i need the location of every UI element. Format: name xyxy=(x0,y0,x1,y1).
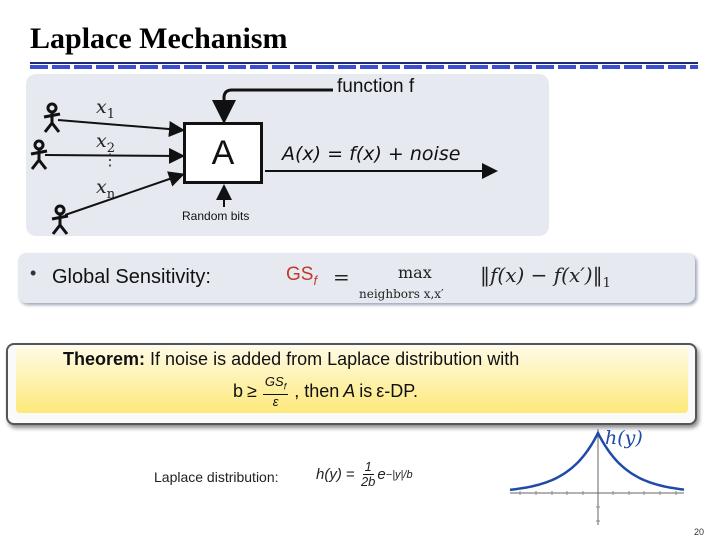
function-label: function f xyxy=(337,76,415,97)
page-title: Laplace Mechanism xyxy=(30,22,288,55)
page-number: 20 xyxy=(694,527,705,537)
laplace-label: Laplace distribution: xyxy=(154,469,279,485)
title-divider xyxy=(30,62,698,69)
person-icon xyxy=(43,102,61,133)
theorem-fraction: GSf ε xyxy=(262,374,289,409)
plot-label: h(y) xyxy=(605,427,643,449)
mechanism-label: A xyxy=(211,133,235,172)
bullet-icon: • xyxy=(30,263,37,283)
theorem-line-1: Theorem: If noise is added from Laplace … xyxy=(63,349,520,369)
gs-norm: ‖f(x) − f(x′)‖1 xyxy=(480,263,611,291)
gs-symbol: GSf xyxy=(286,264,318,288)
input-x2: x2 xyxy=(96,130,115,156)
gs-max: max xyxy=(398,263,432,282)
person-icon xyxy=(51,204,69,235)
gs-max-subscript: neighbors x,x′ xyxy=(359,287,444,301)
function-arrow xyxy=(212,88,333,124)
person-icon xyxy=(30,139,48,170)
laplace-plot xyxy=(509,429,685,525)
plot-ticks xyxy=(519,491,677,522)
input-arrow xyxy=(57,119,185,138)
sensitivity-panel xyxy=(18,253,695,303)
mechanism-box: A xyxy=(183,122,263,184)
gs-equals: = xyxy=(333,265,350,289)
random-bits-label: Random bits xyxy=(182,209,250,223)
input-x1: x1 xyxy=(96,96,115,122)
input-arrow xyxy=(44,147,185,164)
input-ellipsis: ⋮ xyxy=(102,152,118,169)
sensitivity-label: Global Sensitivity: xyxy=(52,266,211,288)
theorem-line-2: b ≥ GSf ε , then A is ε-DP. xyxy=(233,374,418,409)
input-arrow xyxy=(64,171,185,216)
theorem-box xyxy=(16,346,688,413)
output-formula: A(x) = f(x) + noise xyxy=(282,143,461,165)
input-xn: xn xyxy=(96,176,116,202)
laplace-curve xyxy=(509,430,685,492)
